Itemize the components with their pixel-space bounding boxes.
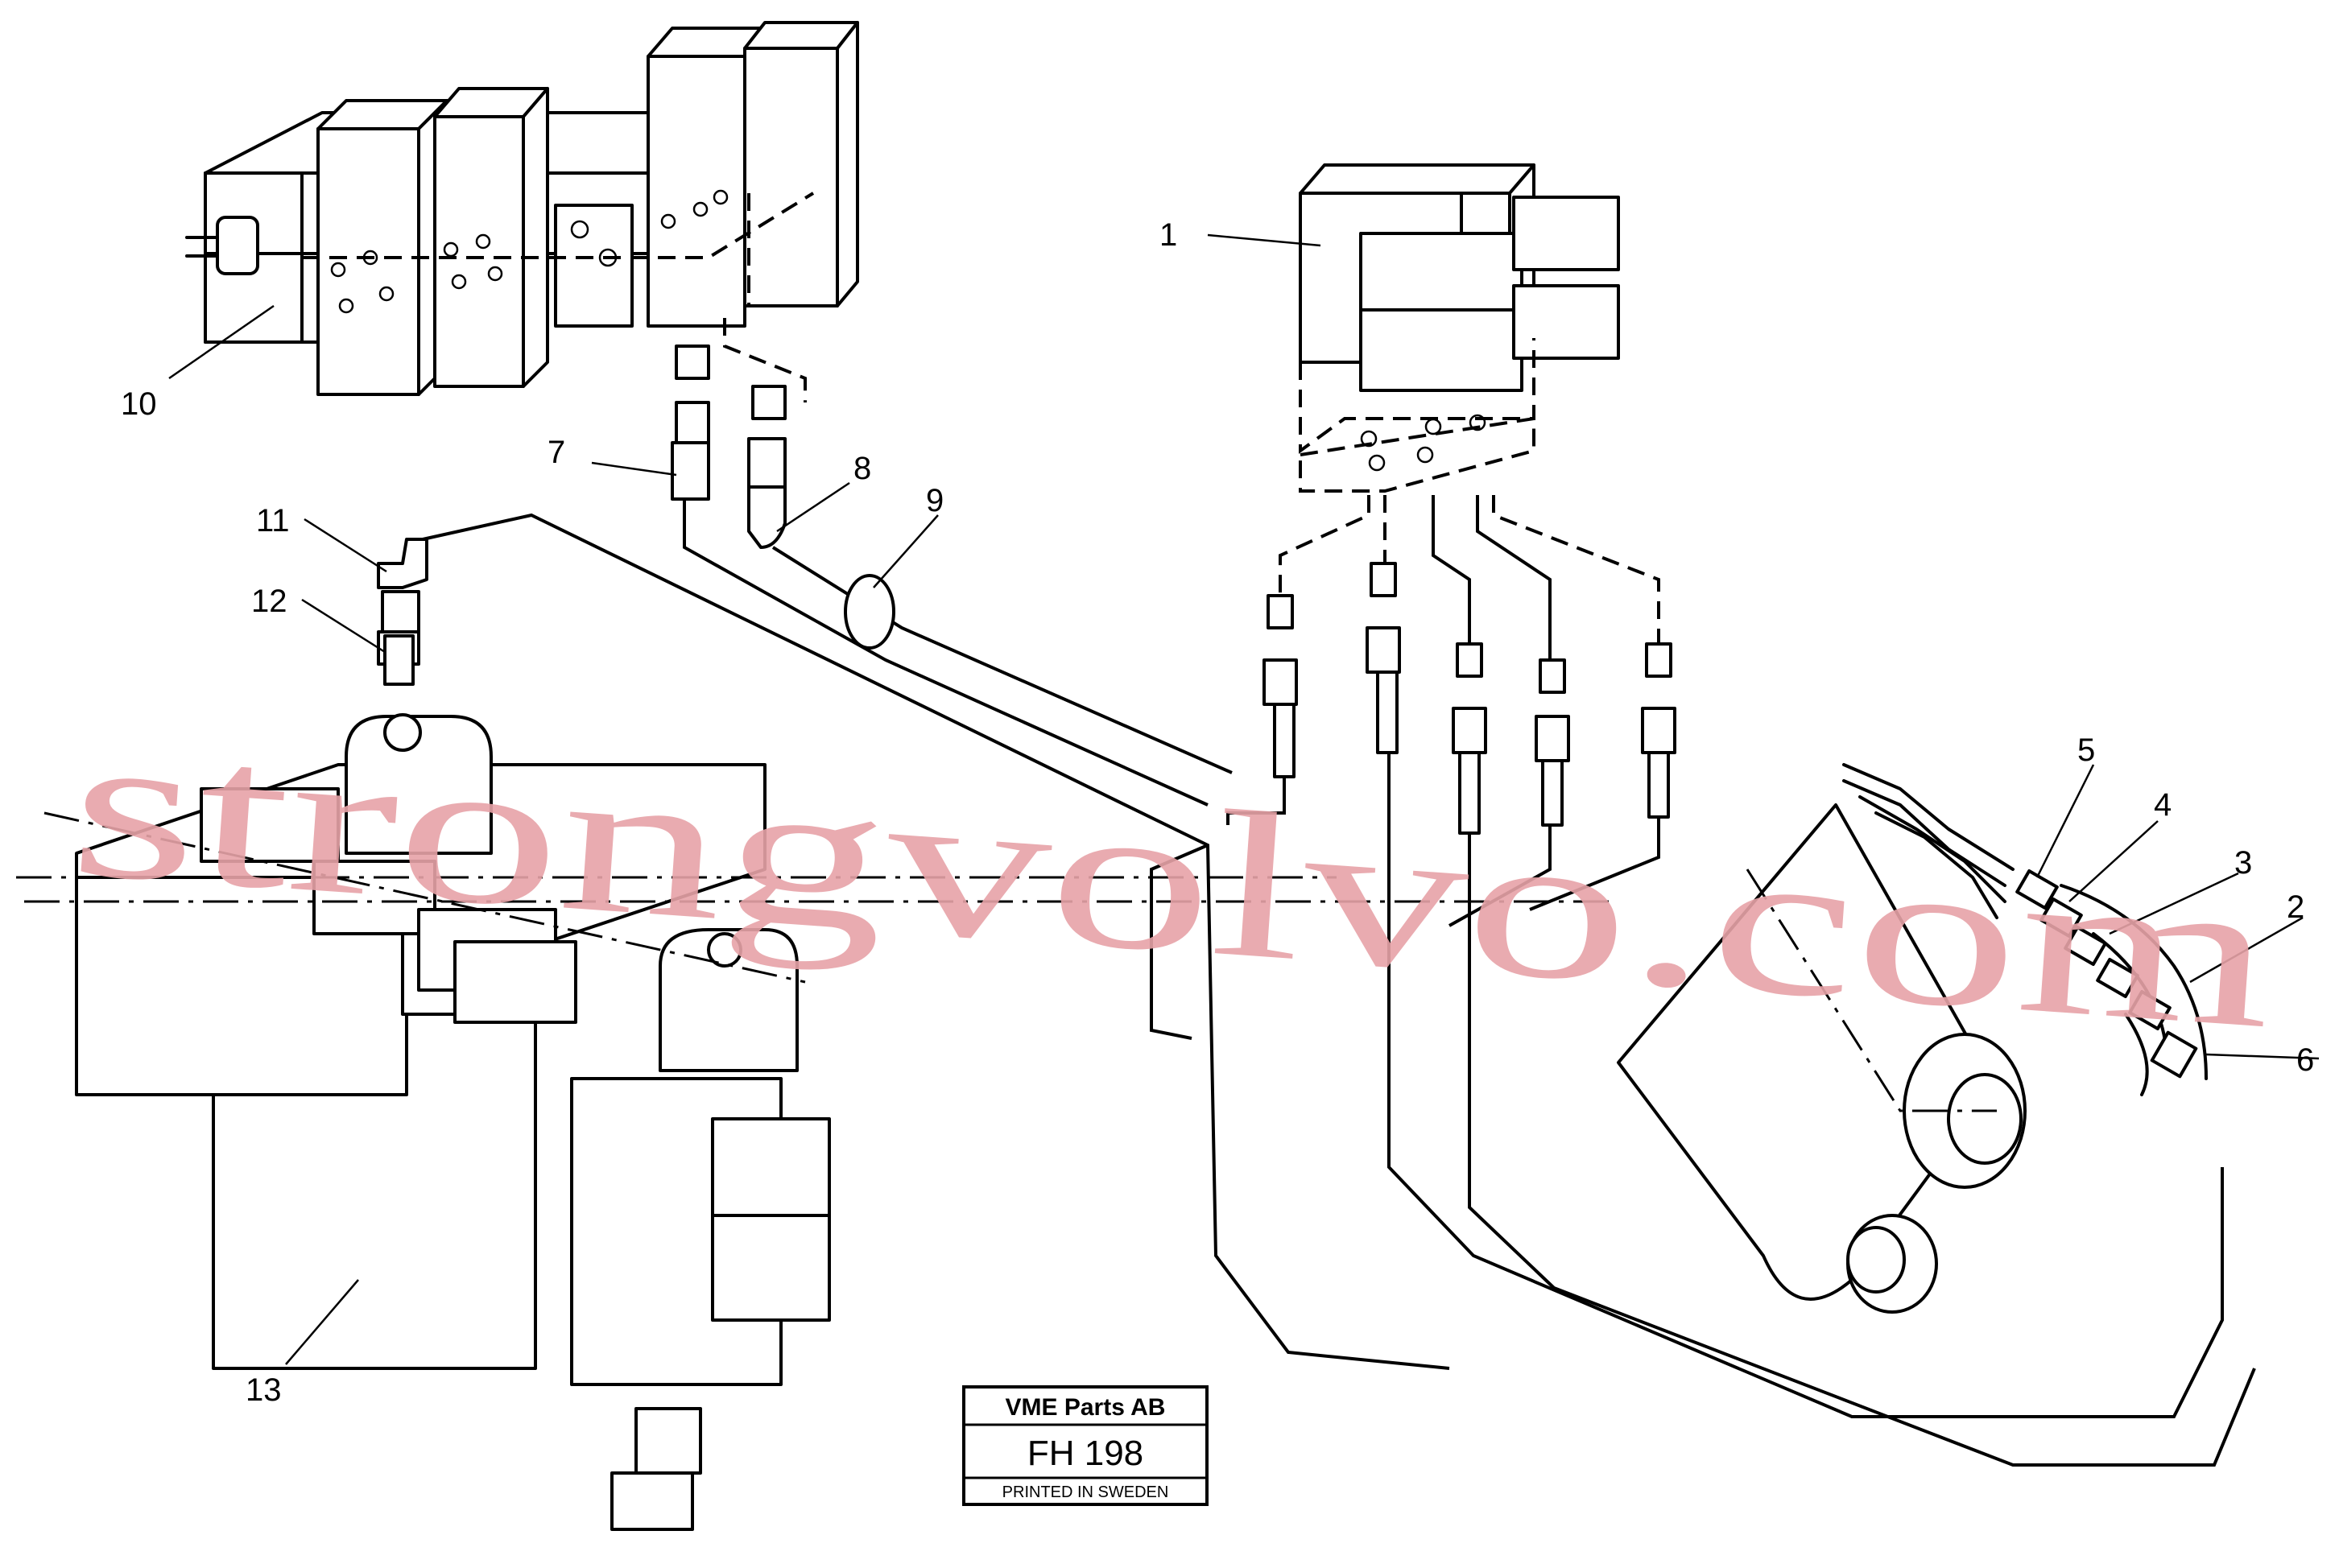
elbow-8 (747, 485, 787, 549)
valve-block-10 (185, 21, 859, 396)
label-company: VME Parts AB (1006, 1394, 1166, 1421)
callout-12: 12 (251, 584, 287, 619)
parts-label-box: VME Parts AB FH 198 PRINTED IN SWEDEN (962, 1385, 1209, 1506)
hose-clamp-9 (844, 574, 895, 650)
callout-3: 3 (2234, 845, 2252, 881)
hose-line-7-8 (671, 318, 1233, 807)
callout-5: 5 (2077, 732, 2095, 768)
elbow-11 (377, 538, 428, 589)
main-valve-block-13 (16, 713, 1610, 1531)
fittings-11-12 (377, 538, 428, 686)
hose-lines-block-1 (1226, 495, 2256, 1467)
callouts: 1 2 3 4 5 6 7 8 9 10 11 12 13 (121, 217, 2320, 1408)
callout-8: 8 (853, 451, 871, 486)
callout-1: 1 (1159, 217, 1177, 253)
solenoid-right (659, 928, 799, 1072)
nipple-12 (383, 634, 415, 686)
callout-6: 6 (2296, 1042, 2314, 1078)
callout-9: 9 (926, 483, 944, 518)
callout-7: 7 (548, 435, 565, 470)
hose-bundle-right (1842, 763, 2208, 1096)
hose-line-11 (422, 513, 1450, 1370)
fitting-7-top (675, 345, 710, 380)
callout-13: 13 (246, 1372, 282, 1408)
label-footer: PRINTED IN SWEDEN (1002, 1483, 1169, 1501)
label-code: FH 198 (1027, 1434, 1143, 1473)
callout-2: 2 (2287, 889, 2304, 925)
solenoid-top-left (345, 715, 493, 855)
fitting-8-top (751, 385, 787, 420)
callout-11: 11 (256, 503, 290, 538)
boom-arm (1617, 803, 2027, 1314)
electrical-connector (185, 216, 259, 275)
callout-10: 10 (121, 386, 157, 422)
elbow-7 (671, 441, 710, 501)
callout-4: 4 (2154, 787, 2172, 823)
valve-block-1 (1299, 163, 1620, 493)
